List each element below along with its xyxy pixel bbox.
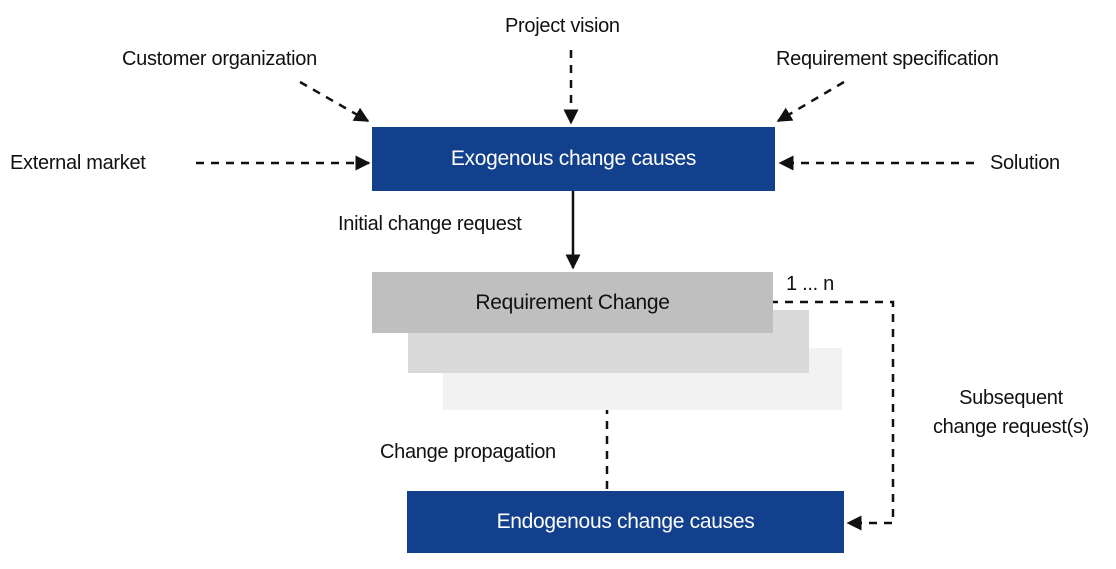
endogenous-box-label: Endogenous change causes [496,510,755,533]
endogenous-change-causes-box: Endogenous change causes [407,491,844,553]
subsequent-change-request-arrow [770,300,895,531]
subsequent-line-1: Subsequent [959,387,1063,409]
exogenous-box-label: Exogenous change causes [450,147,697,170]
subsequent-change-request-label: Subsequent change request(s) [895,384,1116,442]
multiplicity-label: 1 ... n [786,273,834,295]
requirement-box-label: Requirement Change [475,290,670,314]
customer-organization-label: Customer organization [122,48,317,70]
requirement-spec-to-exogenous-arrow [776,80,845,123]
change-propagation-label: Change propagation [380,441,556,463]
external-market-label: External market [10,152,146,174]
exogenous-change-causes-box: Exogenous change causes [372,127,775,191]
customer-to-exogenous-arrow [299,80,370,123]
initial-change-request-label: Initial change request [338,213,522,235]
project-vision-label: Project vision [505,15,620,37]
requirement-change-box: Requirement Change [372,272,773,333]
requirement-specification-label: Requirement specification [776,48,999,70]
solution-label: Solution [990,152,1060,174]
subsequent-line-2: change request(s) [932,416,1090,438]
